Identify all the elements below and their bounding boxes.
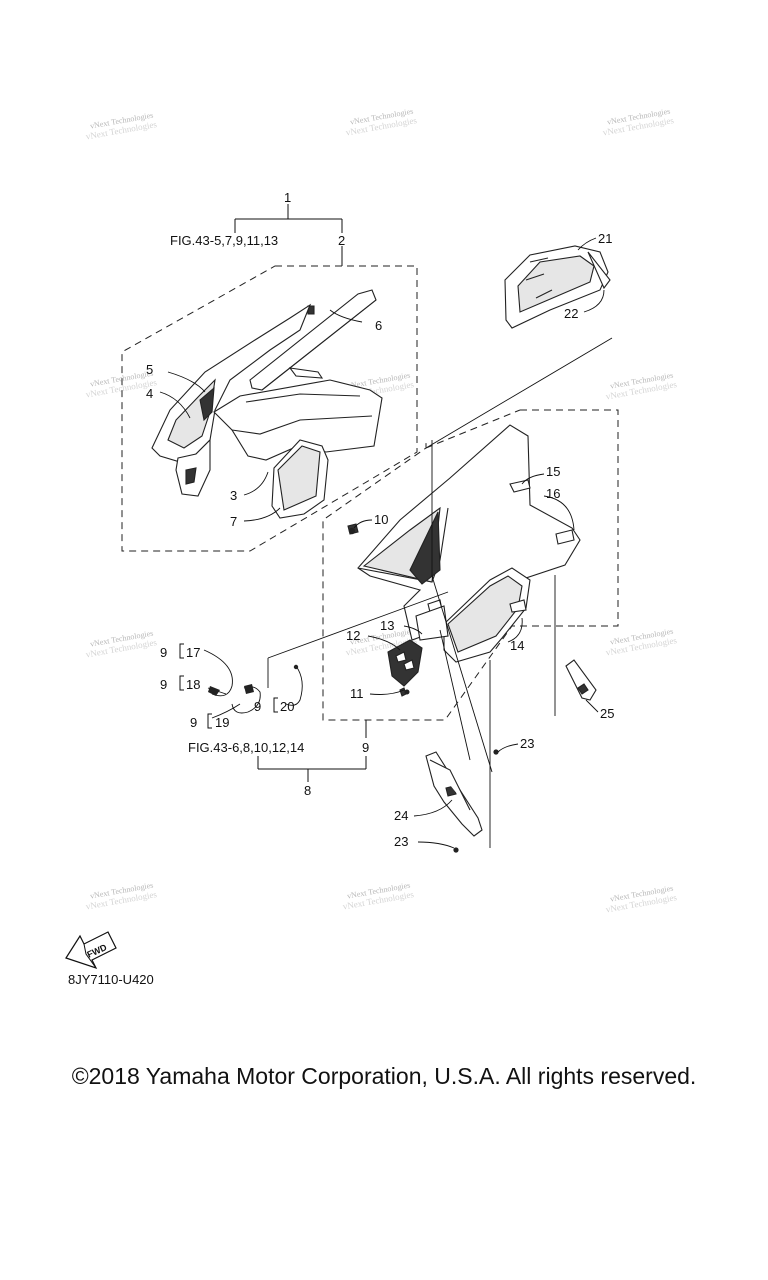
part-18-clip — [208, 686, 220, 696]
callout-11: 11 — [350, 686, 364, 701]
callout-25: 25 — [600, 706, 614, 721]
callout-9-b: 9 — [160, 677, 167, 692]
fig-ref-upper: FIG.43-5,7,9,11,13 — [170, 233, 278, 248]
lower-assembly-bracket — [257, 720, 367, 782]
part-10-fastener — [348, 527, 356, 535]
callout-17: 17 — [186, 645, 200, 660]
callout-14: 14 — [510, 638, 524, 653]
part-19-clip — [244, 684, 254, 694]
lower-leader-lines — [267, 440, 599, 849]
part-24-bracket — [425, 751, 483, 837]
part-7-lower-panel — [271, 439, 329, 519]
callout-6: 6 — [375, 318, 382, 333]
part-6-strip — [249, 289, 377, 391]
part-23-fastener — [493, 749, 499, 755]
part-12-13-bracket — [387, 605, 449, 697]
callout-7: 7 — [230, 514, 237, 529]
callout-22: 22 — [564, 306, 578, 321]
upper-leader-lines — [159, 309, 363, 522]
drawing-code: 8JY7110-U420 — [68, 972, 154, 987]
callout-3: 3 — [230, 488, 237, 503]
copyright-notice: ©2018 Yamaha Motor Corporation, U.S.A. A… — [71, 1063, 697, 1089]
callout-24: 24 — [394, 808, 408, 823]
callout-9-e: 9 — [362, 740, 369, 755]
part-20-clip — [293, 664, 299, 670]
part-4-5-front-cowl — [151, 303, 312, 497]
upper-group-outline — [121, 265, 418, 552]
part-14-panel — [443, 567, 531, 663]
upper-assembly-bracket — [234, 204, 343, 266]
part-25-clip — [565, 659, 597, 701]
callout-10: 10 — [374, 512, 388, 527]
callout-16: 16 — [546, 486, 560, 501]
callout-5: 5 — [146, 362, 153, 377]
fig-ref-lower: FIG.43-6,8,10,12,14 — [188, 740, 304, 755]
callout-9-c: 9 — [190, 715, 197, 730]
callout-23-lower: 23 — [394, 834, 408, 849]
part-main-side-cowl — [347, 424, 581, 641]
callout-8: 8 — [304, 783, 311, 798]
callout-12: 12 — [346, 628, 360, 643]
part-3-side-panel — [213, 379, 383, 461]
callout-20: 20 — [280, 699, 294, 714]
part-21-22-leaders — [425, 237, 613, 449]
callout-9-d: 9 — [254, 699, 261, 714]
callout-1: 1 — [284, 190, 291, 205]
callout-23-upper: 23 — [520, 736, 534, 751]
part-21-cover — [504, 245, 611, 329]
callout-13: 13 — [380, 618, 394, 633]
callout-21: 21 — [598, 231, 612, 246]
callout-15: 15 — [546, 464, 560, 479]
callout-4: 4 — [146, 386, 153, 401]
bracket-9-17 — [179, 643, 278, 729]
part-11-fastener — [404, 689, 410, 695]
fwd-arrow-icon: FWD — [65, 931, 117, 970]
callout-9-a: 9 — [160, 645, 167, 660]
part-23-fastener-lower — [453, 847, 459, 853]
callout-19: 19 — [215, 715, 229, 730]
callout-18: 18 — [186, 677, 200, 692]
callout-2: 2 — [338, 233, 345, 248]
